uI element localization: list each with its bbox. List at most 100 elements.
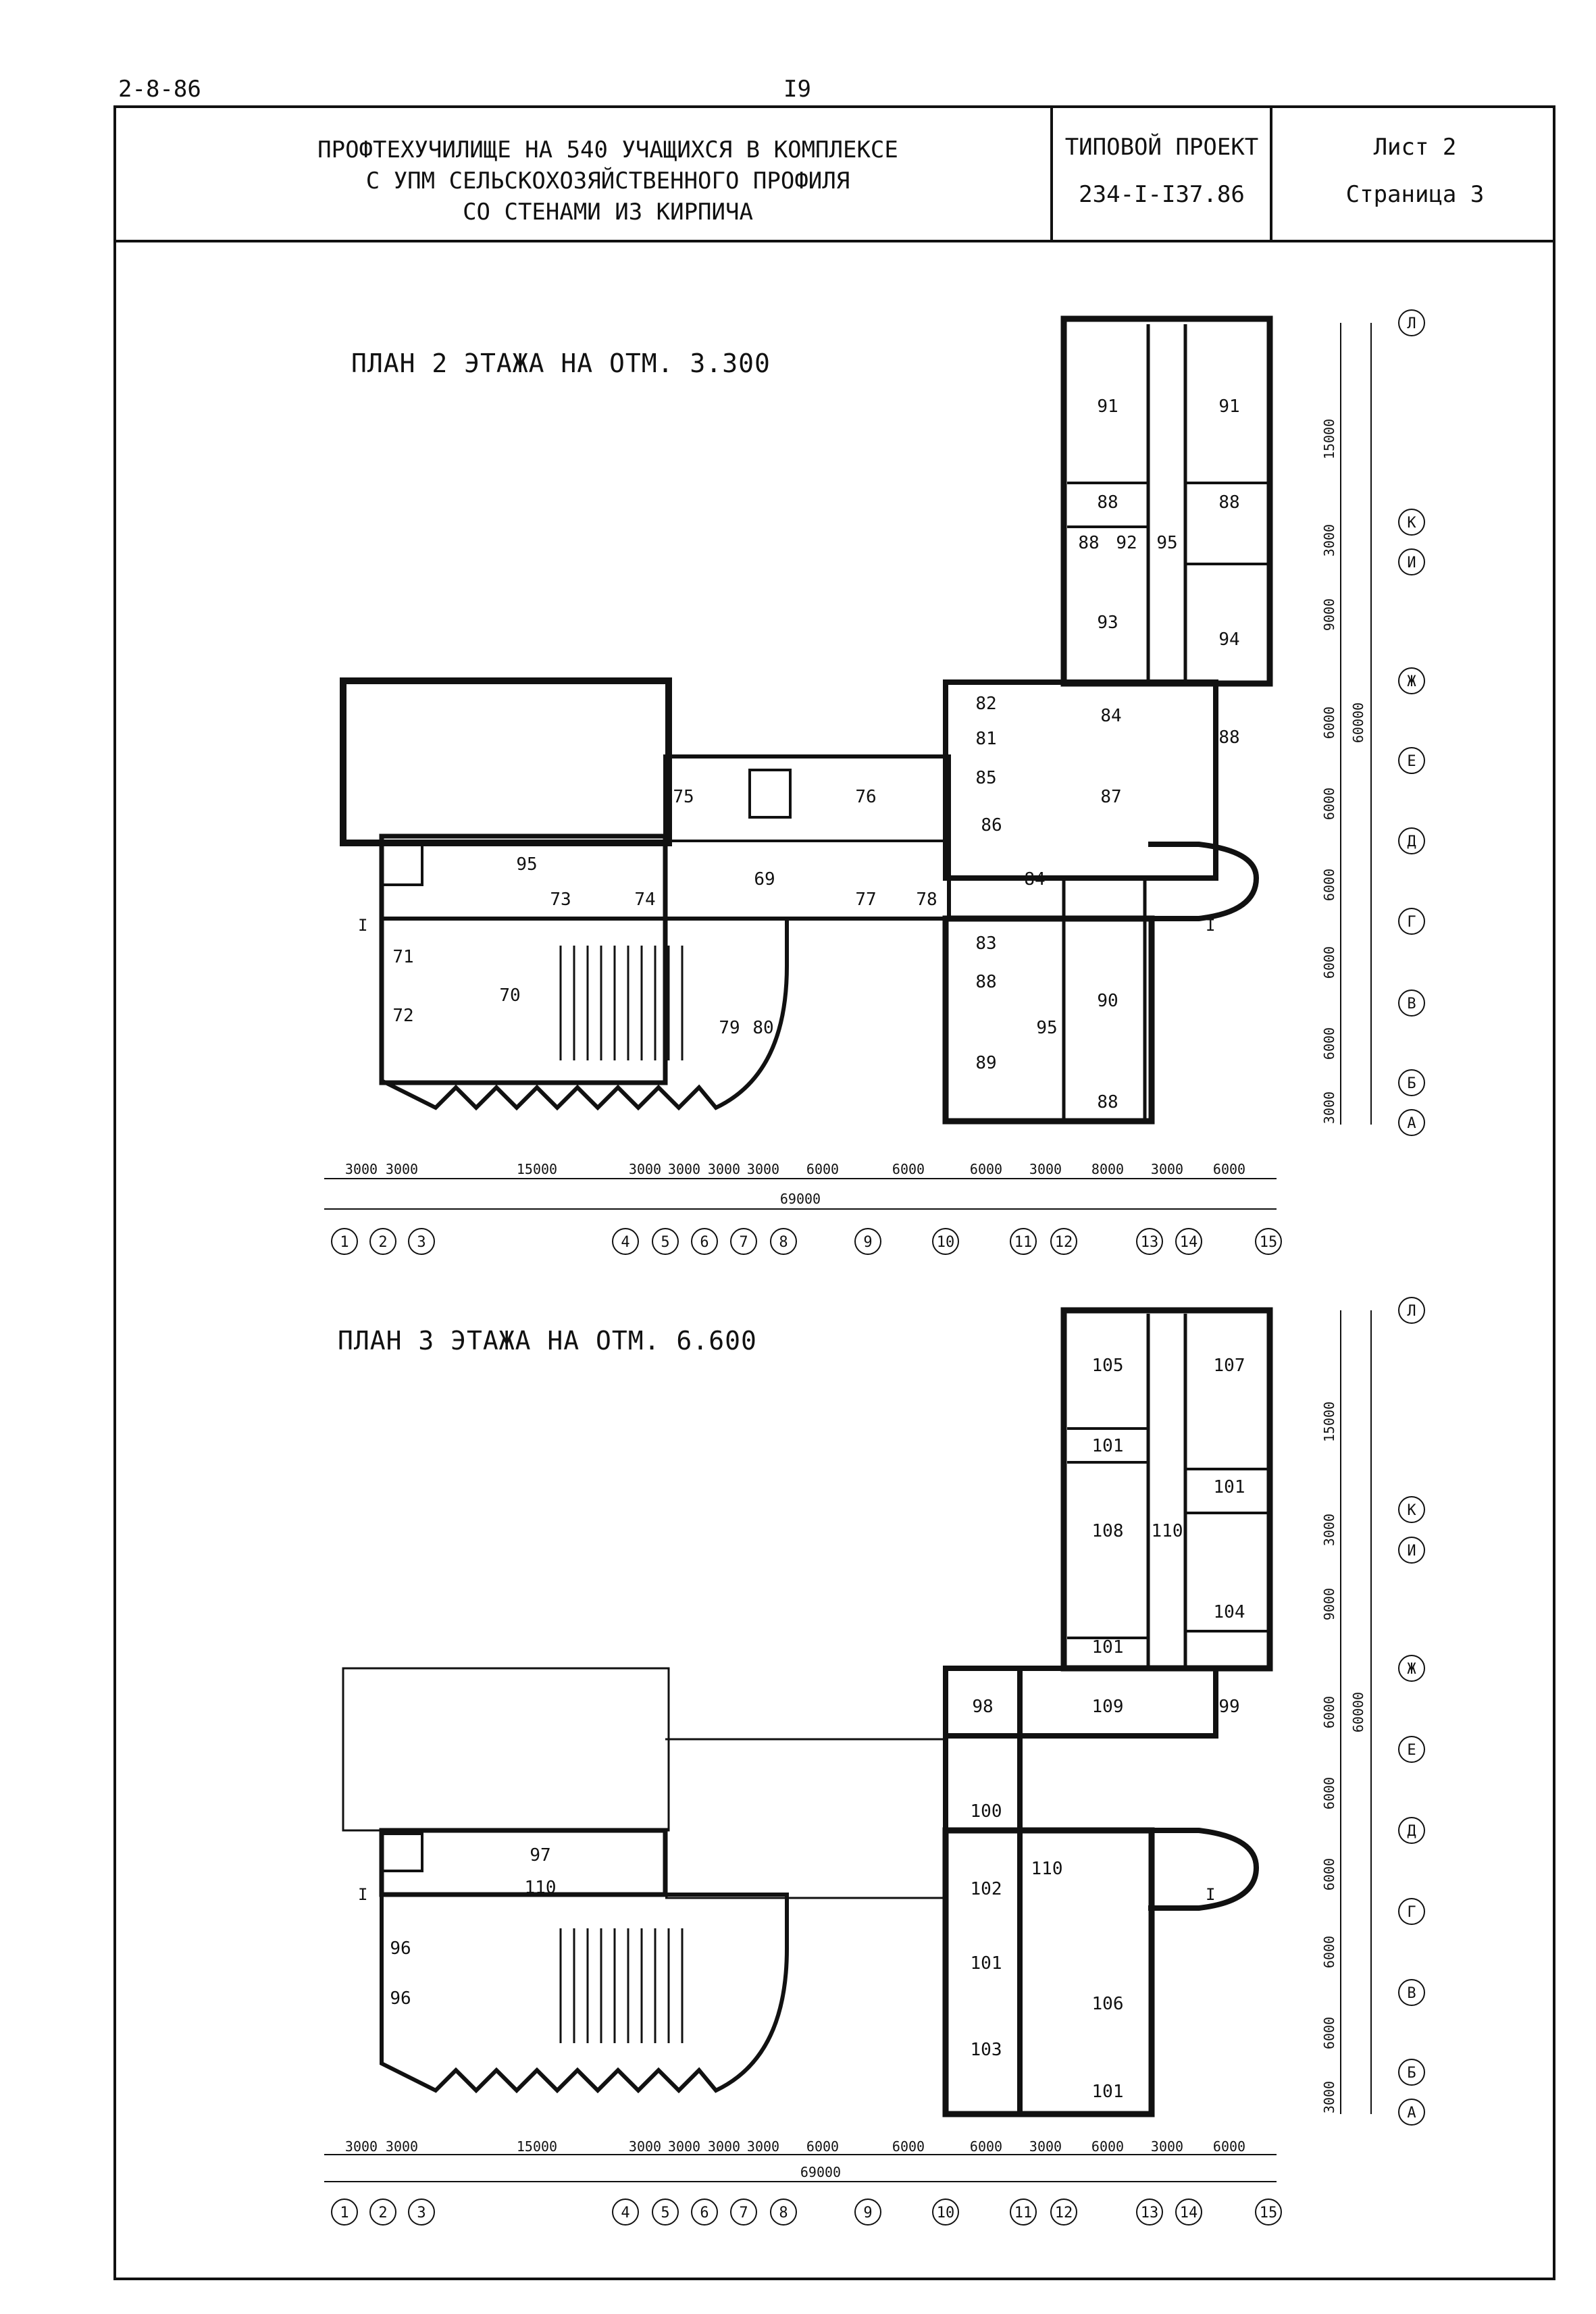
room-label: 74 [634,890,655,910]
room-label: 88 [1218,727,1239,748]
axis-label: Д [1407,833,1416,850]
axis-label: 4 [621,2205,629,2221]
dimension: 6000 [806,2138,839,2155]
room-label: 101 [971,1953,1002,1974]
dimension: 6000 [1321,1696,1337,1728]
room-label: 84 [1100,706,1121,726]
room-label: 77 [855,890,876,910]
axis-label: К [1407,515,1416,532]
title-block-sep-1 [1050,105,1053,242]
room-label: 106 [1092,1994,1124,2014]
room-label: 76 [855,787,876,807]
room-label: 82 [975,694,996,714]
room-label: 87 [1100,787,1121,807]
dimension: 6000 [1321,1936,1337,1968]
axis-label: Ж [1407,673,1416,690]
wall [342,1667,670,1832]
total-dimension: 69000 [800,2164,841,2180]
dimension: 15000 [517,2138,557,2155]
wall [380,1893,789,2094]
title-line: СО СТЕНАМИ ИЗ КИРПИЧА [463,198,753,226]
room-label: 92 [1116,533,1137,553]
axis-label: 9 [863,1234,872,1251]
room-label: 84 [1024,869,1045,890]
room-label: 89 [975,1053,996,1073]
room-label: 70 [499,985,520,1006]
dimension: 6000 [892,1161,925,1177]
axis-label: 3 [417,2205,426,2221]
axis-label: 10 [937,1234,955,1251]
axis-label: Ж [1407,1661,1416,1678]
room-label: 93 [1097,613,1118,633]
room-label: 86 [981,815,1002,835]
wall [379,1828,668,1897]
dimension: 9000 [1321,1588,1337,1620]
dimension: 6000 [1321,1858,1337,1891]
document-code: 2-8-86 [118,76,201,103]
room-label: 94 [1218,629,1239,650]
dimension: 9000 [1321,598,1337,631]
dimension: 15000 [517,1161,557,1177]
section-mark: I [1206,916,1215,935]
room-label: 79 [719,1018,740,1038]
dimension: 3000 [1321,1514,1337,1546]
total-dimension: 60000 [1350,702,1366,743]
room-label: 88 [1097,1092,1118,1112]
room-label: 72 [392,1006,413,1026]
axis-label: 14 [1180,2205,1198,2221]
title-block-sep-2 [1270,105,1272,242]
dimension: 6000 [1321,2017,1337,2049]
axis-label: Е [1407,753,1416,770]
section-mark: I [1206,1885,1215,1904]
axis-label: 13 [1141,2205,1159,2221]
room-label: 75 [673,787,694,807]
room-label: 71 [392,947,413,967]
page-label: Страница 3 [1345,181,1485,208]
axis-label: К [1407,1502,1416,1519]
room-label: 110 [1031,1859,1063,1879]
room-label: 101 [1092,1436,1124,1456]
dimension: 6000 [1321,1777,1337,1809]
axis-label: Л [1407,315,1416,332]
wall [380,917,789,1111]
axis-label: 5 [661,1234,669,1251]
dimension: 6000 [970,2138,1002,2155]
dimension: 6000 [1321,788,1337,820]
dimension: 6000 [1321,1027,1337,1060]
room-label: 78 [916,890,937,910]
room-label: 88 [1097,492,1118,513]
dimension: 6000 [1321,706,1337,739]
axis-label: 3 [417,1234,426,1251]
room-label: 95 [1036,1018,1057,1038]
axis-label: 15 [1260,2205,1278,2221]
title-line: ПРОФТЕХУЧИЛИЩЕ НА 540 УЧАЩИХСЯ В КОМПЛЕК… [317,136,898,163]
wall [663,754,951,921]
room-label: 81 [975,729,996,749]
dimension: 3000 [345,1161,378,1177]
room-label: 98 [972,1697,993,1717]
page-number: I9 [783,76,811,103]
axis-label: 6 [700,2205,709,2221]
axis-label: 1 [340,2205,349,2221]
axis-label: 12 [1055,2205,1073,2221]
dimension: 6000 [1321,869,1337,901]
project-number: 234-I-I37.86 [1079,181,1245,208]
axis-label: 4 [621,1234,629,1251]
room-label: 85 [975,768,996,788]
dimension: 3000 [629,1161,661,1177]
title-line: С УПМ СЕЛЬСКОХОЗЯЙСТВЕННОГО ПРОФИЛЯ [365,167,850,195]
dimension: 3000 [1321,1091,1337,1124]
room-label: 101 [1092,1637,1124,1657]
room-label: 97 [530,1845,550,1866]
dimension: 3000 [1321,2081,1337,2113]
axis-label: 13 [1141,1234,1159,1251]
total-dimension: 69000 [780,1191,821,1207]
axis-label: 6 [700,1234,709,1251]
axis-label: И [1407,555,1416,571]
axis-label: Д [1407,1823,1416,1840]
dimension: 6000 [1213,1161,1245,1177]
room-label: 104 [1214,1602,1245,1622]
dimension: 6000 [892,2138,925,2155]
dimension: 3000 [386,1161,418,1177]
room-label: 88 [1218,492,1239,513]
